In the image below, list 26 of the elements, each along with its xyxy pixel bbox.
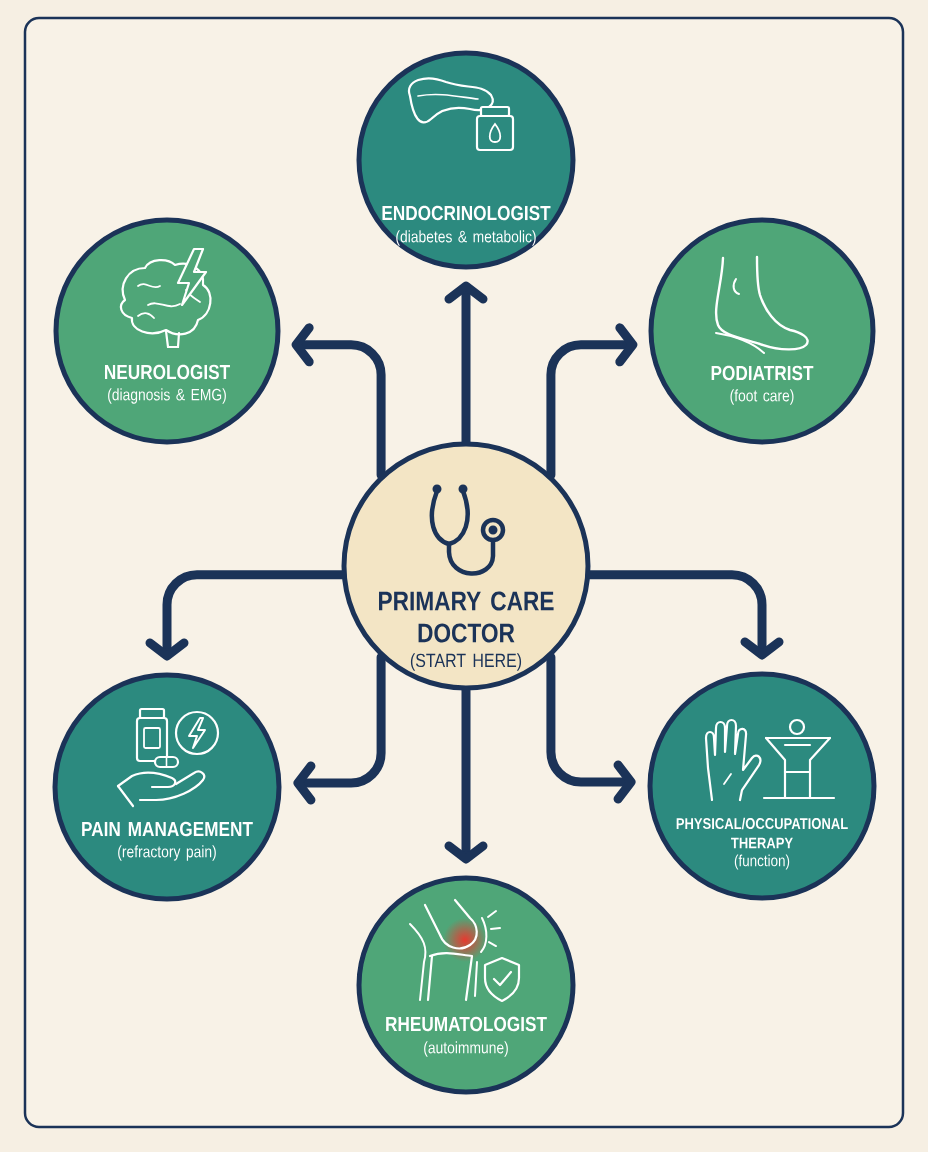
title-text: ENDOCRINOLOGIST — [382, 205, 551, 221]
subtitle-text: (foot care) — [730, 389, 794, 405]
subtitle-text: (refractory pain) — [118, 845, 216, 861]
title-text: PAIN MANAGEMENT — [82, 821, 253, 837]
arrow — [291, 323, 386, 480]
circle-node — [53, 217, 281, 445]
arrow — [546, 652, 636, 804]
arrow — [546, 323, 638, 480]
subtitle-text: (autoimmune) — [424, 1041, 508, 1057]
title-text: RHEUMATOLOGIST — [386, 1016, 547, 1032]
circle-node — [341, 441, 591, 691]
arrow — [293, 652, 386, 805]
title-text: NEUROLOGIST — [105, 364, 230, 380]
subtitle-text: (diabetes & metabolic) — [396, 230, 536, 246]
subtitle-text: (function) — [734, 854, 790, 870]
title-text: PODIATRIST — [711, 365, 814, 381]
circle-node — [356, 50, 576, 270]
circle-node — [356, 875, 576, 1095]
arrow — [145, 570, 347, 661]
circle-node — [648, 217, 876, 445]
circle-node — [52, 672, 282, 902]
circle-node — [647, 671, 877, 901]
subtitle-text: (START HERE) — [410, 653, 522, 671]
title-text: PHYSICAL/OCCUPATIONAL THERAPY — [676, 817, 848, 849]
subtitle-text: (diagnosis & EMG) — [108, 388, 226, 404]
title-text: PRIMARY CARE DOCTOR — [379, 591, 554, 643]
